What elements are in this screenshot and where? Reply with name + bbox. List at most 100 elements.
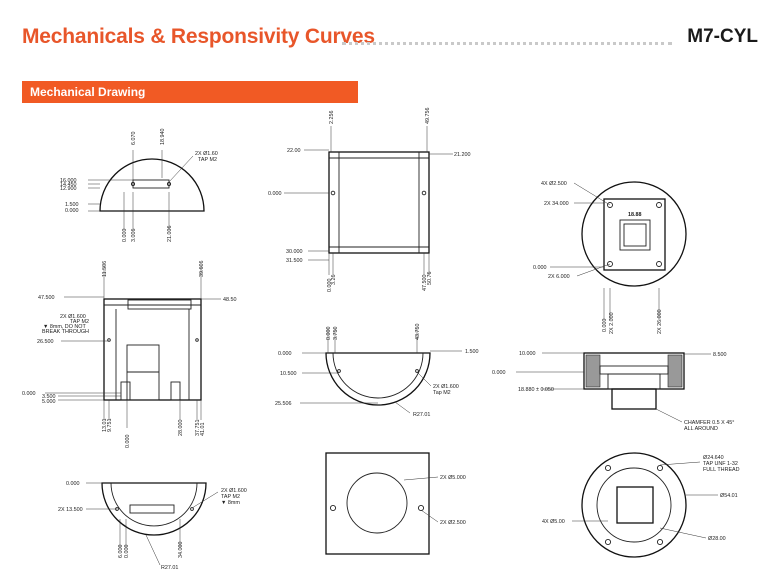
note-label: 4X Ø5.00: [542, 519, 565, 525]
note-label: Ø24.640: [703, 455, 724, 461]
dim-label: 39.606: [199, 261, 205, 278]
plate-hole: [417, 504, 425, 512]
dim-label: 22.00: [287, 148, 301, 154]
dim-label: 2.256: [329, 111, 335, 125]
top-cap-outline: [99, 158, 205, 212]
note-label: 2X Ø2.500: [440, 520, 466, 526]
dim-label: 13.01: [102, 419, 108, 433]
note-label: ▼ 8mm, DO NOT: [43, 324, 86, 330]
dim-label: 1.500: [65, 202, 79, 208]
dim-label: 3.006: [131, 229, 137, 243]
front-outer-circle: [581, 181, 687, 287]
front-plate: [603, 198, 666, 271]
dim-label: 3.750: [333, 327, 339, 341]
dim-label: 5.000: [42, 399, 56, 405]
dim-label: 49.756: [425, 108, 431, 125]
dim-label: 43.750: [415, 324, 421, 341]
dim-label: 41.01: [200, 423, 206, 437]
note-label: ▼ 8mm: [221, 500, 240, 506]
note-label: Ø54.01: [720, 493, 738, 499]
dim-label: 31.500: [286, 258, 303, 264]
front-hole: [656, 261, 662, 267]
rear-view-drawing: Ø24.640 TAP UNF 1-32 FULL THREAD Ø54.01 …: [542, 452, 740, 558]
note-label: ALL AROUND: [684, 426, 718, 432]
note-label: TAP UNF 1-32: [703, 461, 738, 467]
dim-label: 0.000: [278, 351, 292, 357]
dim-label: 47.500: [422, 275, 428, 292]
model-name: M7-CYL: [687, 26, 758, 47]
right-section-drawing: 10.000 0.000 18.880 ± 0.050 8.500 CHAMFE…: [492, 351, 734, 432]
dim-label: 2X 26.000: [657, 309, 663, 334]
dim-label: 34.000: [178, 542, 184, 559]
side-body-outline: [328, 151, 430, 254]
dim-label: 0.000: [327, 279, 333, 293]
plate-drawing: 2X Ø5.000 2X Ø2.500: [325, 452, 466, 555]
dim-label: 2X 6.000: [548, 274, 570, 280]
bottom-cap-outline: [101, 482, 207, 536]
section-header: Mechanical Drawing: [22, 81, 358, 103]
top-cap-drawing: 6.070 18.940 0.000 3.006 21.006 16.000 1…: [60, 129, 218, 243]
dim-label: 16.000: [60, 178, 77, 184]
rear-sensor-window: [616, 486, 654, 524]
dim-label: 18.940: [160, 129, 166, 146]
dim-label: 2X 34.000: [544, 201, 569, 207]
note-label: Ø28.00: [708, 536, 726, 542]
dim-label: 2X 13.500: [58, 507, 83, 513]
front-hole: [607, 261, 613, 267]
dim-label: 0.000: [602, 319, 608, 333]
plate-hole: [329, 504, 337, 512]
top-cap-slot: [132, 179, 170, 189]
plate-bore: [346, 472, 408, 534]
note-label: TAP M2: [70, 319, 89, 325]
dim-label: 30.000: [286, 249, 303, 255]
dim-label: 8.500: [713, 352, 727, 358]
dim-label: 21.006: [167, 226, 173, 243]
dim-label: 4X Ø2.500: [541, 181, 567, 187]
dim-label: 0.000: [492, 370, 506, 376]
dim-label: 6.000: [118, 545, 124, 559]
dim-label: 6.070: [131, 132, 137, 146]
dim-label: 11.506: [102, 261, 108, 277]
dim-label: 0.000: [125, 435, 131, 449]
section-outline: [103, 298, 202, 401]
dim-label: 3.500: [42, 394, 56, 400]
note-label: 2X Ø1.60: [195, 151, 218, 157]
dim-label: 26.500: [37, 339, 54, 345]
side-hole: [330, 190, 336, 196]
rear-outer-circle: [581, 452, 687, 558]
dim-label: 21.200: [454, 152, 471, 158]
dim-label: 1.500: [465, 349, 479, 355]
front-sensor-window: [619, 219, 651, 251]
note-label: CHAMFER 0.5 X 45°: [684, 420, 734, 426]
note-label: 2X Ø5.000: [440, 475, 466, 481]
plate-outline: [325, 452, 430, 555]
side-hole: [421, 190, 427, 196]
top-cap-hole: [130, 181, 136, 187]
page-title: Mechanicals & Responsivity Curves: [22, 25, 375, 48]
note-label: TAP M2: [221, 494, 240, 500]
note-label: TAP M2: [198, 157, 217, 163]
note-label: 2X Ø1.600: [60, 314, 86, 320]
front-view-drawing: 18.88 4X Ø2.500 2X 34.000 0.000 2X 6.000…: [533, 181, 687, 334]
radius-label: R27.01: [161, 565, 178, 571]
dim-label: 12.900: [60, 186, 77, 192]
dim-label: 14.450: [60, 182, 77, 188]
note-label: 2X Ø1.600: [433, 384, 459, 390]
dim-label: 50.76: [427, 272, 433, 286]
dim-label: 0.000: [124, 545, 130, 559]
dim-label: 28.000: [178, 420, 184, 437]
dim-label: 37.751: [195, 420, 201, 437]
title-dot-leader: [342, 42, 672, 45]
front-hole: [607, 202, 613, 208]
mid-cap-drawing: 0.000 3.750 43.750 0.000 10.500 25.506 1…: [275, 324, 479, 419]
dim-label: 47.500: [38, 295, 55, 301]
mid-cap-outline: [325, 352, 431, 406]
dim-label: 0.000: [65, 208, 79, 214]
dim-label: 0.000: [326, 327, 332, 341]
note-label: FULL THREAD: [703, 467, 740, 473]
section-label: Mechanical Drawing: [30, 85, 146, 99]
dim-label: 9.751: [107, 419, 113, 433]
dim-label: 10.000: [519, 351, 536, 357]
note-label: Tap M2: [433, 390, 451, 396]
dim-label: 48.50: [223, 297, 237, 303]
